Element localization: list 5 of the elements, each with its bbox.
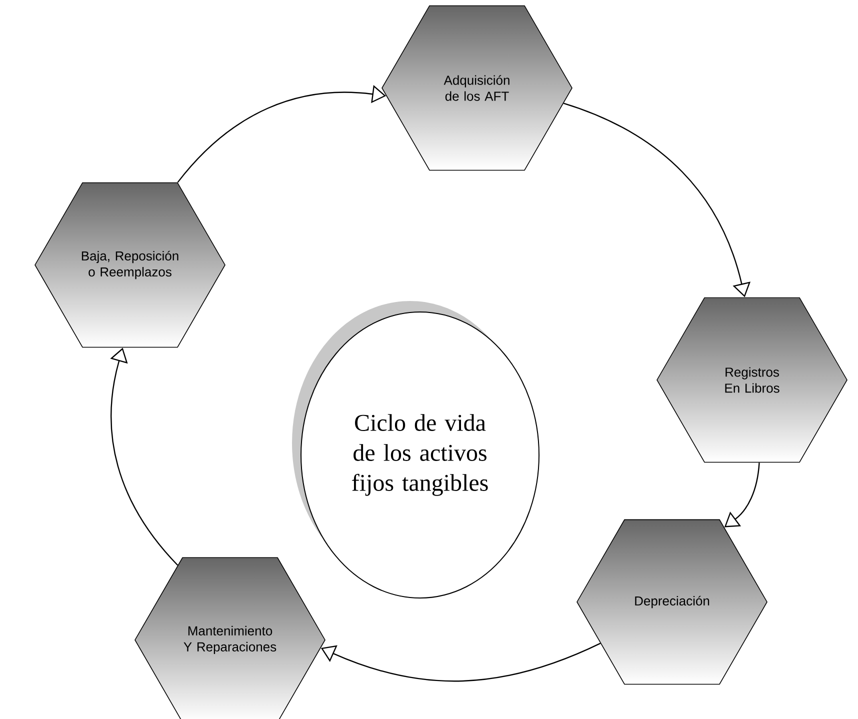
hexagon: Mantenimiento Y Reparaciones	[134, 557, 326, 719]
hexagon: Baja, Reposición o Reemplazos	[34, 182, 226, 348]
hexagon: Adquisición de los AFT	[382, 5, 572, 171]
hexagon: Depreciación	[576, 519, 768, 685]
hexagon: Registros En Libros	[656, 297, 848, 463]
